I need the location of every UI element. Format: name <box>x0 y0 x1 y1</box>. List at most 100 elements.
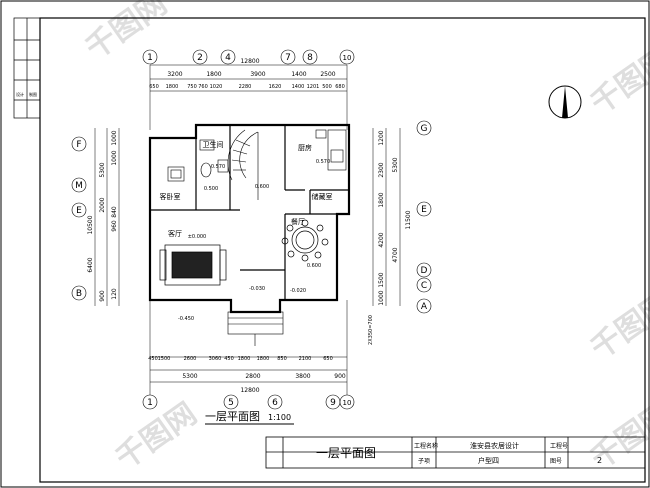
room-label-living: 客厅 <box>168 229 182 238</box>
dim-text: 650 <box>149 84 159 90</box>
plan-title: 一层平面图 <box>205 410 260 423</box>
axis-label: 1 <box>147 53 153 63</box>
watermark-text: 千图网 <box>585 286 650 366</box>
dim-text: 1400 <box>291 71 306 78</box>
axis-grid <box>71 49 432 410</box>
axis-label: B <box>76 289 82 299</box>
dimension-lines <box>94 64 401 395</box>
watermark-text: 千图网 <box>110 396 204 476</box>
vertical-dims: 10500 6400 5300 2000 1000 1000 960 840 9… <box>87 130 412 345</box>
dim-text: 2000 <box>99 197 106 212</box>
dim-text: 5300 <box>392 157 399 172</box>
level-label: -0.450 <box>178 316 194 322</box>
dim-text: 840 <box>111 206 118 218</box>
dim-text: 1800 <box>238 356 251 362</box>
dim-text: 850 <box>277 356 287 362</box>
dim-text: 1800 <box>166 84 179 90</box>
inner-frame <box>39 17 646 483</box>
dimension-text: 12800 3200 1800 3900 1400 2500 650 1800 … <box>148 58 346 394</box>
stair <box>227 129 259 200</box>
dim-text: 10500 <box>87 215 94 234</box>
axis-label: E <box>76 206 82 216</box>
room-label-toilet: 卫生间 <box>203 140 224 149</box>
dim-text: 1800 <box>257 356 270 362</box>
plan-scale: 1:100 <box>268 413 291 422</box>
watermark-text: 千图网 <box>585 41 650 121</box>
dim-text: 1000 <box>111 130 118 145</box>
walls <box>148 123 351 314</box>
title-block <box>265 436 646 469</box>
dim-text: 450 <box>148 356 158 362</box>
dim-text: 1500 <box>378 272 385 287</box>
titleblock-sheet-label: 图号 <box>550 458 562 465</box>
level-label: ±0.000 <box>188 234 207 240</box>
axis-label: F <box>76 140 81 150</box>
dim-text: 12800 <box>240 387 259 394</box>
axis-label: G <box>421 124 428 134</box>
axis-label: A <box>421 302 428 312</box>
level-label: -0.030 <box>249 286 265 292</box>
dim-text: 2X350=700 <box>368 315 374 345</box>
dim-text: 2300 <box>378 162 385 177</box>
level-labels: ±0.000 -0.030 -0.450 -0.020 0.570 0.600 … <box>178 159 330 322</box>
axis-labels: 1 2 4 7 8 10 1 5 6 9 10 F M E B G E D C … <box>75 53 428 408</box>
axis-label: 4 <box>225 53 231 63</box>
dim-text: 3200 <box>167 71 182 78</box>
titleblock-project-label: 工程名称 <box>414 442 438 450</box>
dim-text: 120 <box>111 288 118 300</box>
dim-text: 1800 <box>206 71 221 78</box>
level-label: 0.600 <box>255 184 269 190</box>
dim-text: 1000 <box>378 290 385 305</box>
watermark-text: 千图网 <box>585 396 650 476</box>
dim-text: 2800 <box>245 373 260 380</box>
dim-text: 5300 <box>99 162 106 177</box>
level-label: 0.600 <box>307 263 321 269</box>
dim-text: 5300 <box>182 373 197 380</box>
dim-text: 1800 <box>378 192 385 207</box>
axis-label: 1 <box>147 398 153 408</box>
axis-label: D <box>421 266 428 276</box>
axis-label: M <box>75 181 83 191</box>
dim-text: 1020 <box>210 84 223 90</box>
bedroom-desk <box>167 166 185 182</box>
dim-text: 12800 <box>240 58 259 65</box>
dim-text: 1400 <box>292 84 305 90</box>
level-label: 0.570 <box>316 159 330 165</box>
binding-strip <box>13 17 41 119</box>
titleblock-sheet-no: 2 <box>597 456 602 465</box>
dim-text: 1000 <box>111 150 118 165</box>
dim-text: 3060 <box>209 356 222 362</box>
dim-text: 4700 <box>392 247 399 262</box>
dim-text: 750 <box>187 84 197 90</box>
dim-text: 900 <box>99 290 106 302</box>
dim-text: 3900 <box>250 71 265 78</box>
dim-text: 6400 <box>87 257 94 272</box>
dim-text: 760 <box>198 84 208 90</box>
room-label-bedroom: 客卧室 <box>160 192 181 201</box>
sofa-set <box>159 244 227 286</box>
titleblock-sub-name: 户型四 <box>478 456 499 465</box>
axis-label: 7 <box>285 53 291 63</box>
room-labels: 厨房 餐厅 客厅 储藏室 客卧室 卫生间 <box>160 140 333 238</box>
dim-text: 2280 <box>239 84 252 90</box>
axis-label: 10 <box>343 54 352 62</box>
dim-text: 1500 <box>158 356 171 362</box>
watermark: 千图网 千图网 千图网 千图网 千图网 <box>80 0 650 477</box>
dim-text: 500 <box>322 84 332 90</box>
entrance-steps <box>227 311 284 346</box>
dim-text: 960 <box>111 220 118 232</box>
dim-text: 650 <box>323 356 333 362</box>
axis-label: 2 <box>197 53 203 63</box>
dim-text: 3800 <box>295 373 310 380</box>
watermark-text: 千图网 <box>80 0 174 67</box>
titleblock-sub-label: 子项 <box>418 458 430 465</box>
level-label: -0.020 <box>290 288 306 294</box>
axis-label: E <box>421 205 427 215</box>
level-label: 0.570 <box>211 164 225 170</box>
inner-walls <box>150 125 349 300</box>
strip-text: 制图 <box>29 91 37 97</box>
axis-label: 9 <box>330 398 336 408</box>
dim-text: 2500 <box>320 71 335 78</box>
